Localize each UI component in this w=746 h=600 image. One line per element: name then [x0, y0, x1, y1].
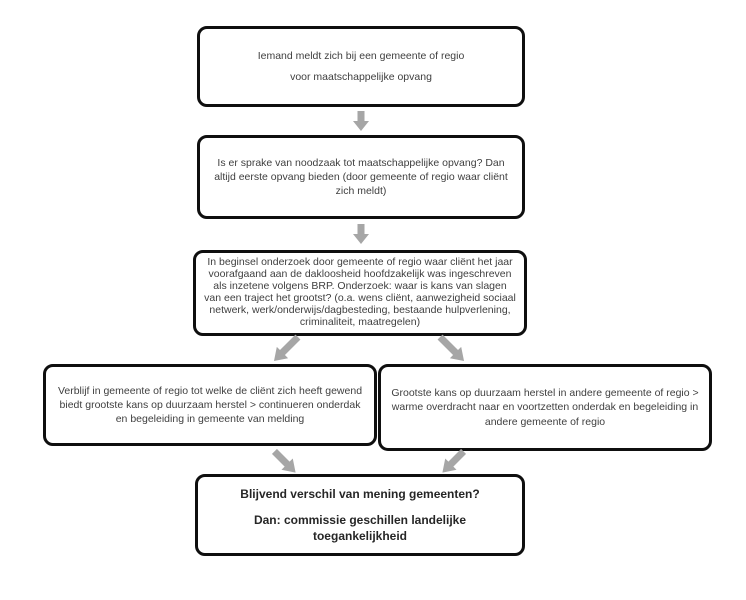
- flow-box-verblijf-melding-text: Verblijf in gemeente of regio tot welke …: [57, 384, 363, 426]
- down-right-arrow-icon: [434, 331, 469, 366]
- flow-box-intake-line-1: Iemand meldt zich bij een gemeente of re…: [257, 50, 465, 63]
- flow-box-geschillen: Blijvend verschil van mening gemeenten? …: [195, 474, 525, 556]
- flow-box-intake: Iemand meldt zich bij een gemeente of re…: [197, 26, 525, 107]
- flow-box-onderzoek: In beginsel onderzoek door gemeente of r…: [193, 250, 527, 336]
- flow-box-andere-gemeente: Grootste kans op duurzaam herstel in and…: [378, 364, 712, 451]
- flow-box-intake-line-2: voor maatschappelijke opvang: [290, 70, 432, 83]
- down-left-converge-arrow-icon: [437, 446, 470, 479]
- flow-box-verblijf-melding: Verblijf in gemeente of regio tot welke …: [43, 364, 377, 446]
- down-arrow-icon-2: [353, 224, 369, 244]
- down-arrow-icon-1: [353, 111, 369, 131]
- flow-box-andere-gemeente-text: Grootste kans op duurzaam herstel in and…: [391, 387, 699, 428]
- down-left-arrow-icon: [268, 331, 303, 366]
- flow-box-noodzaak-text: Is er sprake van noodzaak tot maatschapp…: [214, 156, 508, 198]
- flow-box-geschillen-line-2: Dan: commissie geschillen landelijke toe…: [253, 512, 467, 544]
- flow-box-noodzaak: Is er sprake van noodzaak tot maatschapp…: [197, 135, 525, 219]
- down-right-converge-arrow-icon: [269, 446, 302, 479]
- flow-box-onderzoek-text: In beginsel onderzoek door gemeente of r…: [204, 256, 516, 328]
- flow-box-geschillen-line-1: Blijvend verschil van mening gemeenten?: [240, 486, 480, 501]
